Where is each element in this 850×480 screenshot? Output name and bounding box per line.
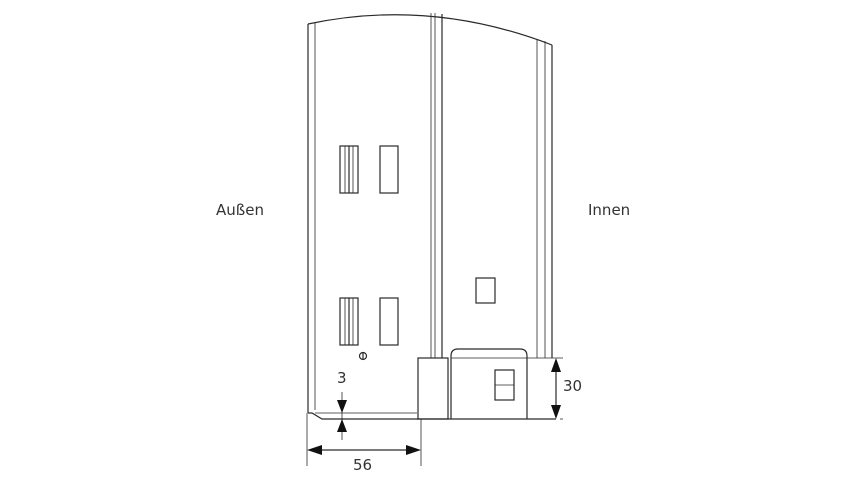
dimension-height: 30 [527,357,582,419]
gap-dimension-label: 3 [337,369,347,387]
dimension-gap: 3 [337,369,347,440]
slot-bottom [379,297,399,346]
frame-profile [307,13,563,420]
grille-top [339,145,359,194]
grille-bottom [339,297,359,346]
handle-housing [450,348,528,419]
inside-label: Innen [588,201,630,219]
top-arc [307,14,553,46]
outside-label: Außen [216,201,264,219]
slot-inner [475,277,496,304]
clip-box [417,357,449,420]
depth-dimension-label: 56 [353,456,372,474]
slot-top [379,145,399,194]
height-dimension-label: 30 [563,377,582,395]
dimension-depth: 56 [306,413,422,474]
